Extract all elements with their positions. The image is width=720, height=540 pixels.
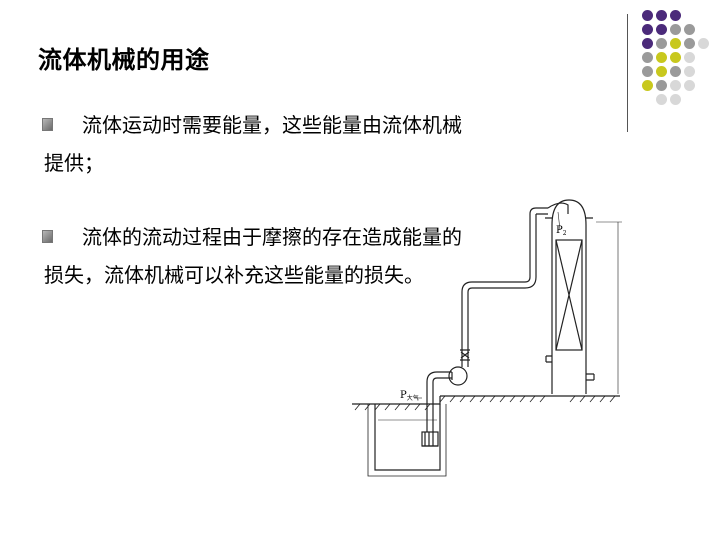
- bullet-text-1: 流体运动时需要能量，这些能量由流体机械提供；: [44, 106, 464, 182]
- dot-gray: [656, 80, 667, 91]
- label-patm: P大气: [400, 390, 419, 402]
- dot-gray: [642, 66, 653, 77]
- bullet-text-2-content: 流体的流动过程由于摩擦的存在造成能量的损失，流体机械可以补充这些能量的损失。: [44, 225, 462, 287]
- slide-title: 流体机械的用途: [38, 46, 210, 74]
- dot-yellow: [656, 52, 667, 63]
- dot-purple: [656, 24, 667, 35]
- dot-gray: [684, 38, 695, 49]
- decorative-divider: [627, 14, 628, 132]
- tower: [551, 225, 587, 394]
- dot-gray: [670, 66, 681, 77]
- dot-purple: [642, 24, 653, 35]
- dot-light: [684, 80, 695, 91]
- dot-light: [670, 94, 681, 105]
- bullet-icon: [42, 230, 53, 243]
- dot-purple: [656, 10, 667, 21]
- dot-yellow: [656, 66, 667, 77]
- pump: [448, 366, 468, 386]
- dot-light: [670, 80, 681, 91]
- bullet-text-2: 流体的流动过程由于摩擦的存在造成能量的损失，流体机械可以补充这些能量的损失。: [44, 218, 464, 294]
- sump-tank: [374, 404, 441, 471]
- dot-gray: [642, 52, 653, 63]
- dot-purple: [670, 10, 681, 21]
- label-p2: P2: [556, 225, 567, 237]
- dot-light: [656, 94, 667, 105]
- dot-gray: [656, 38, 667, 49]
- suction-pipe: [426, 382, 434, 432]
- dot-light: [684, 52, 695, 63]
- valve: [460, 351, 470, 359]
- dot-gray: [684, 24, 695, 35]
- dot-light: [698, 38, 709, 49]
- dot-yellow: [670, 38, 681, 49]
- bullet-icon: [42, 118, 53, 131]
- bullet-text-1-content: 流体运动时需要能量，这些能量由流体机械提供；: [44, 113, 462, 175]
- dot-purple: [642, 38, 653, 49]
- dot-gray: [670, 24, 681, 35]
- dot-yellow: [670, 52, 681, 63]
- tower-packing: [555, 239, 583, 351]
- dot-yellow: [642, 80, 653, 91]
- dot-light: [684, 66, 695, 77]
- dot-purple: [642, 10, 653, 21]
